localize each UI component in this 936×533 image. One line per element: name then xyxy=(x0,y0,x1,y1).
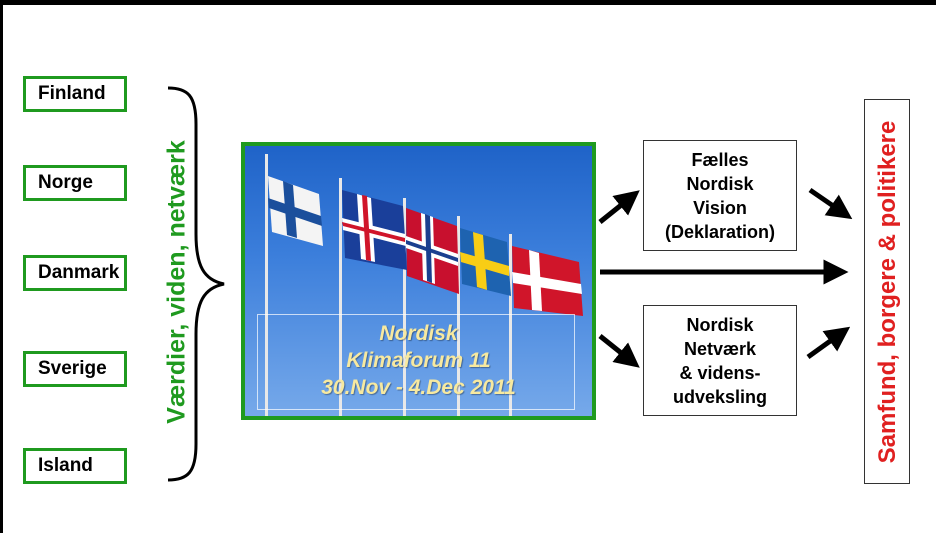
caption-line-1: Nordisk xyxy=(379,322,458,345)
network-line-1: Nordisk xyxy=(686,314,754,335)
flag-sverige xyxy=(460,228,511,296)
flag-norge xyxy=(406,208,459,294)
country-box-norge: Norge xyxy=(23,165,127,201)
country-box-sverige: Sverige xyxy=(23,351,127,387)
frame-left-border xyxy=(0,0,3,533)
nordic-network-box: Nordisk Netværk & videns- udveksling xyxy=(643,305,797,416)
flags-illustration xyxy=(265,154,583,416)
caption-line-2: Klimaforum 11 xyxy=(346,349,491,372)
shared-nordic-vision-box: Fælles Nordisk Vision (Deklaration) xyxy=(643,140,797,251)
country-box-island: Island xyxy=(23,448,127,484)
country-box-danmark: Danmark xyxy=(23,255,127,291)
vision-line-3: Vision xyxy=(693,197,747,218)
country-box-finland: Finland xyxy=(23,76,127,112)
arrow-to-network xyxy=(598,334,640,368)
flag-finland xyxy=(268,176,323,246)
flags-photo: Nordisk Klimaforum 11 30.Nov - 4.Dec 201… xyxy=(241,142,596,420)
network-line-3: & videns- xyxy=(679,362,761,383)
vision-line-2: Nordisk xyxy=(686,173,754,194)
network-line-2: Netværk xyxy=(683,338,757,359)
frame-top-border xyxy=(0,0,936,5)
vision-line-4: (Deklaration) xyxy=(664,221,776,242)
society-citizens-politicians-label: Samfund, borgere & politikere xyxy=(874,120,901,464)
flag-island xyxy=(342,190,407,270)
arrow-network-to-society xyxy=(806,326,851,360)
curly-brace xyxy=(167,86,225,482)
flag-danmark xyxy=(512,246,583,316)
caption-frame xyxy=(257,314,575,410)
arrow-to-vision xyxy=(598,190,640,224)
arrow-vision-to-society xyxy=(808,187,853,220)
society-box: Samfund, borgere & politikere xyxy=(864,99,910,484)
caption-line-3: 30.Nov - 4.Dec 2011 xyxy=(321,376,516,399)
vision-line-1: Fælles xyxy=(691,149,749,170)
network-line-4: udveksling xyxy=(672,386,768,407)
